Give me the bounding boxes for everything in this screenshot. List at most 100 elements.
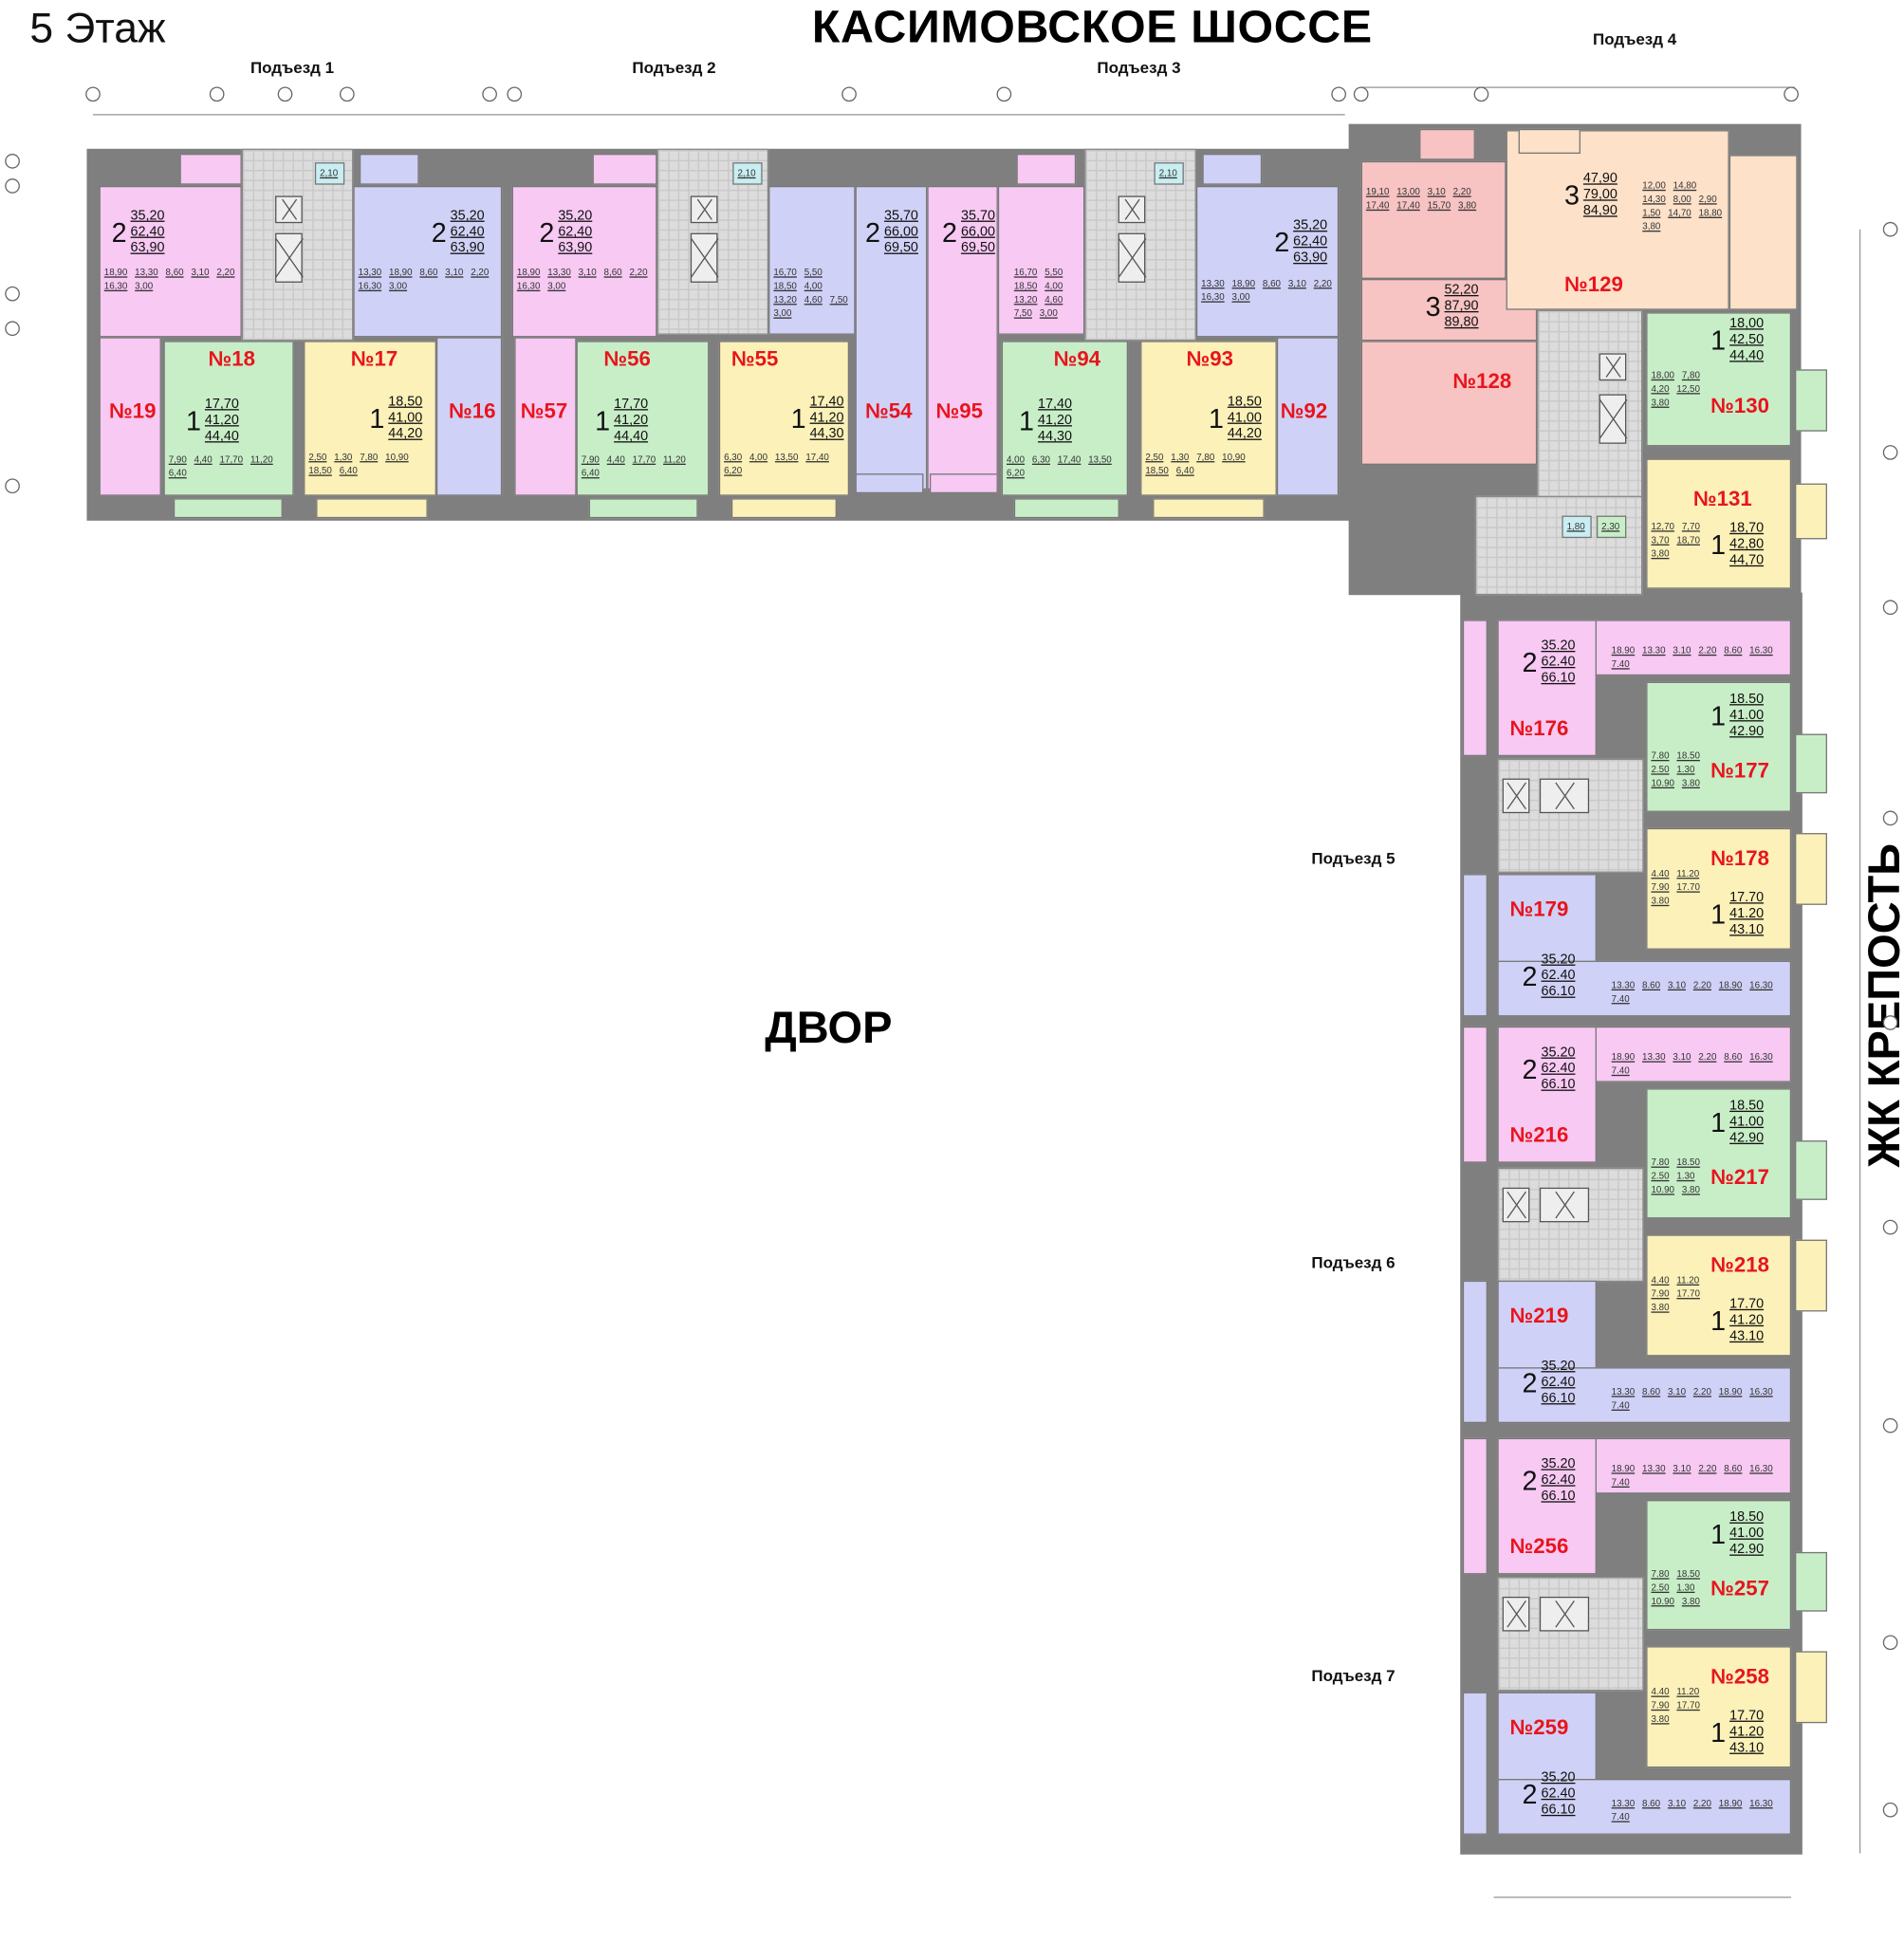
apartment-number[interactable]: №55 (730, 346, 779, 371)
apartment-number[interactable]: №179 (1509, 897, 1569, 921)
axis-marker (277, 86, 293, 102)
living-area: 18,50 (1227, 394, 1262, 410)
room-count: 2 (1522, 959, 1538, 991)
total-area-with-balcony: 42.90 (1729, 1130, 1765, 1146)
apartment-number[interactable]: №17 (350, 346, 398, 371)
total-area-with-balcony: 44,40 (204, 429, 239, 444)
living-area: 35,20 (130, 208, 165, 224)
apartment-number[interactable]: №258 (1710, 1664, 1770, 1689)
apartment-number[interactable]: №19 (108, 398, 157, 423)
total-area-with-balcony: 44,30 (1037, 429, 1072, 444)
apartment-number[interactable]: №18 (208, 346, 256, 371)
apartment-room (1497, 1367, 1792, 1424)
room-area: 17,40 (1365, 199, 1390, 212)
total-area-with-balcony: 69,50 (960, 240, 995, 256)
apartment-room (1462, 620, 1488, 757)
living-area: 35,20 (450, 208, 485, 224)
apartment-number[interactable]: №128 (1452, 369, 1512, 394)
apartment-number[interactable]: №217 (1710, 1165, 1770, 1190)
apartment-number[interactable]: №256 (1509, 1534, 1569, 1559)
living-area: 17.70 (1729, 890, 1765, 905)
room-area: 3,10 (1287, 277, 1306, 289)
apartment-number[interactable]: №95 (935, 398, 984, 423)
apartment-number[interactable]: №130 (1710, 394, 1770, 418)
apartment-number[interactable]: №219 (1509, 1304, 1569, 1328)
entrance-label-7: Подъезд 7 (1311, 1666, 1396, 1685)
room-area: 13.30 (1611, 979, 1636, 991)
apartment-number[interactable]: №218 (1710, 1253, 1770, 1277)
apartment-number[interactable]: №56 (603, 346, 651, 371)
room-area: 4,40 (194, 453, 213, 465)
apartment-number[interactable]: №54 (865, 398, 913, 423)
room-area: 6,20 (1006, 467, 1026, 479)
apartment-number[interactable]: №131 (1692, 487, 1752, 511)
apartment-number[interactable]: №93 (1186, 346, 1233, 371)
room-area: 7.90 (1651, 881, 1670, 893)
apartment-number[interactable]: №176 (1509, 716, 1569, 741)
room-area: 2.20 (1692, 1797, 1711, 1809)
apartment-number[interactable]: №16 (449, 398, 496, 423)
apartment-room (1795, 1239, 1827, 1312)
room-area: 4,60 (804, 293, 823, 305)
apartment-number[interactable]: №92 (1280, 398, 1328, 423)
elevator-shaft-icon (1502, 1187, 1530, 1223)
axis-marker (1882, 445, 1898, 460)
axis-marker (482, 86, 497, 102)
room-area: 13,30 (135, 266, 158, 278)
room-area: 4,00 (749, 451, 768, 463)
elevator-shaft-icon (690, 195, 718, 224)
total-area: 41.00 (1729, 708, 1765, 723)
apartment-number[interactable]: №216 (1509, 1122, 1569, 1147)
living-area: 35,20 (558, 208, 593, 224)
apartment-number[interactable]: №257 (1710, 1577, 1770, 1601)
apartment-room (1462, 1692, 1488, 1835)
apartment-number[interactable]: №259 (1509, 1715, 1569, 1740)
apartment-128 (1360, 160, 1507, 279)
apartment-177 (1646, 681, 1792, 812)
apartment-number[interactable]: №129 (1563, 272, 1623, 297)
apartment-room (1795, 483, 1827, 540)
room-area: 17,40 (1057, 453, 1081, 465)
apartment-number[interactable]: №178 (1710, 846, 1770, 871)
room-area: 17,70 (632, 453, 656, 465)
total-area-with-balcony: 63,90 (558, 240, 593, 256)
apartment-number[interactable]: №57 (520, 398, 568, 423)
total-area: 41,00 (1227, 410, 1262, 426)
apartment-number[interactable]: №177 (1710, 758, 1770, 783)
technical-room-area: 2,30 (1601, 521, 1619, 532)
apartment-number[interactable]: №94 (1053, 346, 1101, 371)
floor-title: 5 Этаж (29, 5, 166, 52)
